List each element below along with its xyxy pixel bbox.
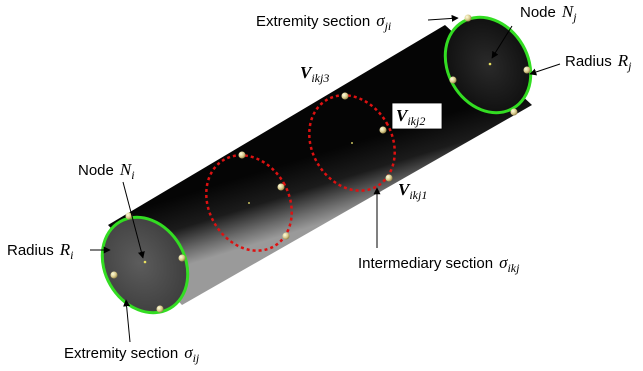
intermediate-section-right: [308, 94, 396, 192]
label-v-ikj1: Vikj1: [398, 180, 427, 202]
vertex-marker: [523, 66, 531, 74]
intermediate-center-right: [351, 142, 353, 144]
vertex-marker: [282, 232, 290, 240]
vertex-marker: [464, 14, 472, 22]
vertex-markers: [110, 14, 531, 313]
vertex-marker: [385, 174, 393, 182]
end-cap-i: [100, 215, 190, 315]
intermediate-section-left: [205, 154, 293, 252]
vertex-marker: [510, 108, 518, 116]
leader-arrows: [90, 14, 561, 343]
vertex-marker: [277, 183, 285, 191]
label-v-ikj2-box: [391, 102, 443, 130]
vertex-marker: [379, 126, 387, 134]
label-v-ikj3: Vikj3: [300, 63, 329, 85]
intermediate-center-left: [248, 202, 250, 204]
node-i-point: [143, 260, 147, 264]
vertex-marker: [178, 254, 186, 262]
vertex-marker: [341, 92, 349, 100]
vertex-marker: [449, 76, 457, 84]
node-j-point: [488, 62, 492, 66]
vertex-marker: [110, 271, 118, 279]
arrow-node-i: [122, 181, 145, 259]
vertex-marker: [156, 305, 164, 313]
arrow-extremity-ji: [427, 14, 459, 22]
vertex-marker: [125, 212, 133, 220]
arrow-extremity-ij: [123, 299, 131, 343]
vertex-marker: [238, 151, 246, 159]
end-cap-j: [443, 15, 533, 115]
arrow-radius-j: [529, 63, 561, 76]
arrow-node-j: [491, 25, 513, 59]
label-v-ikj2: Vikj2: [396, 106, 425, 128]
